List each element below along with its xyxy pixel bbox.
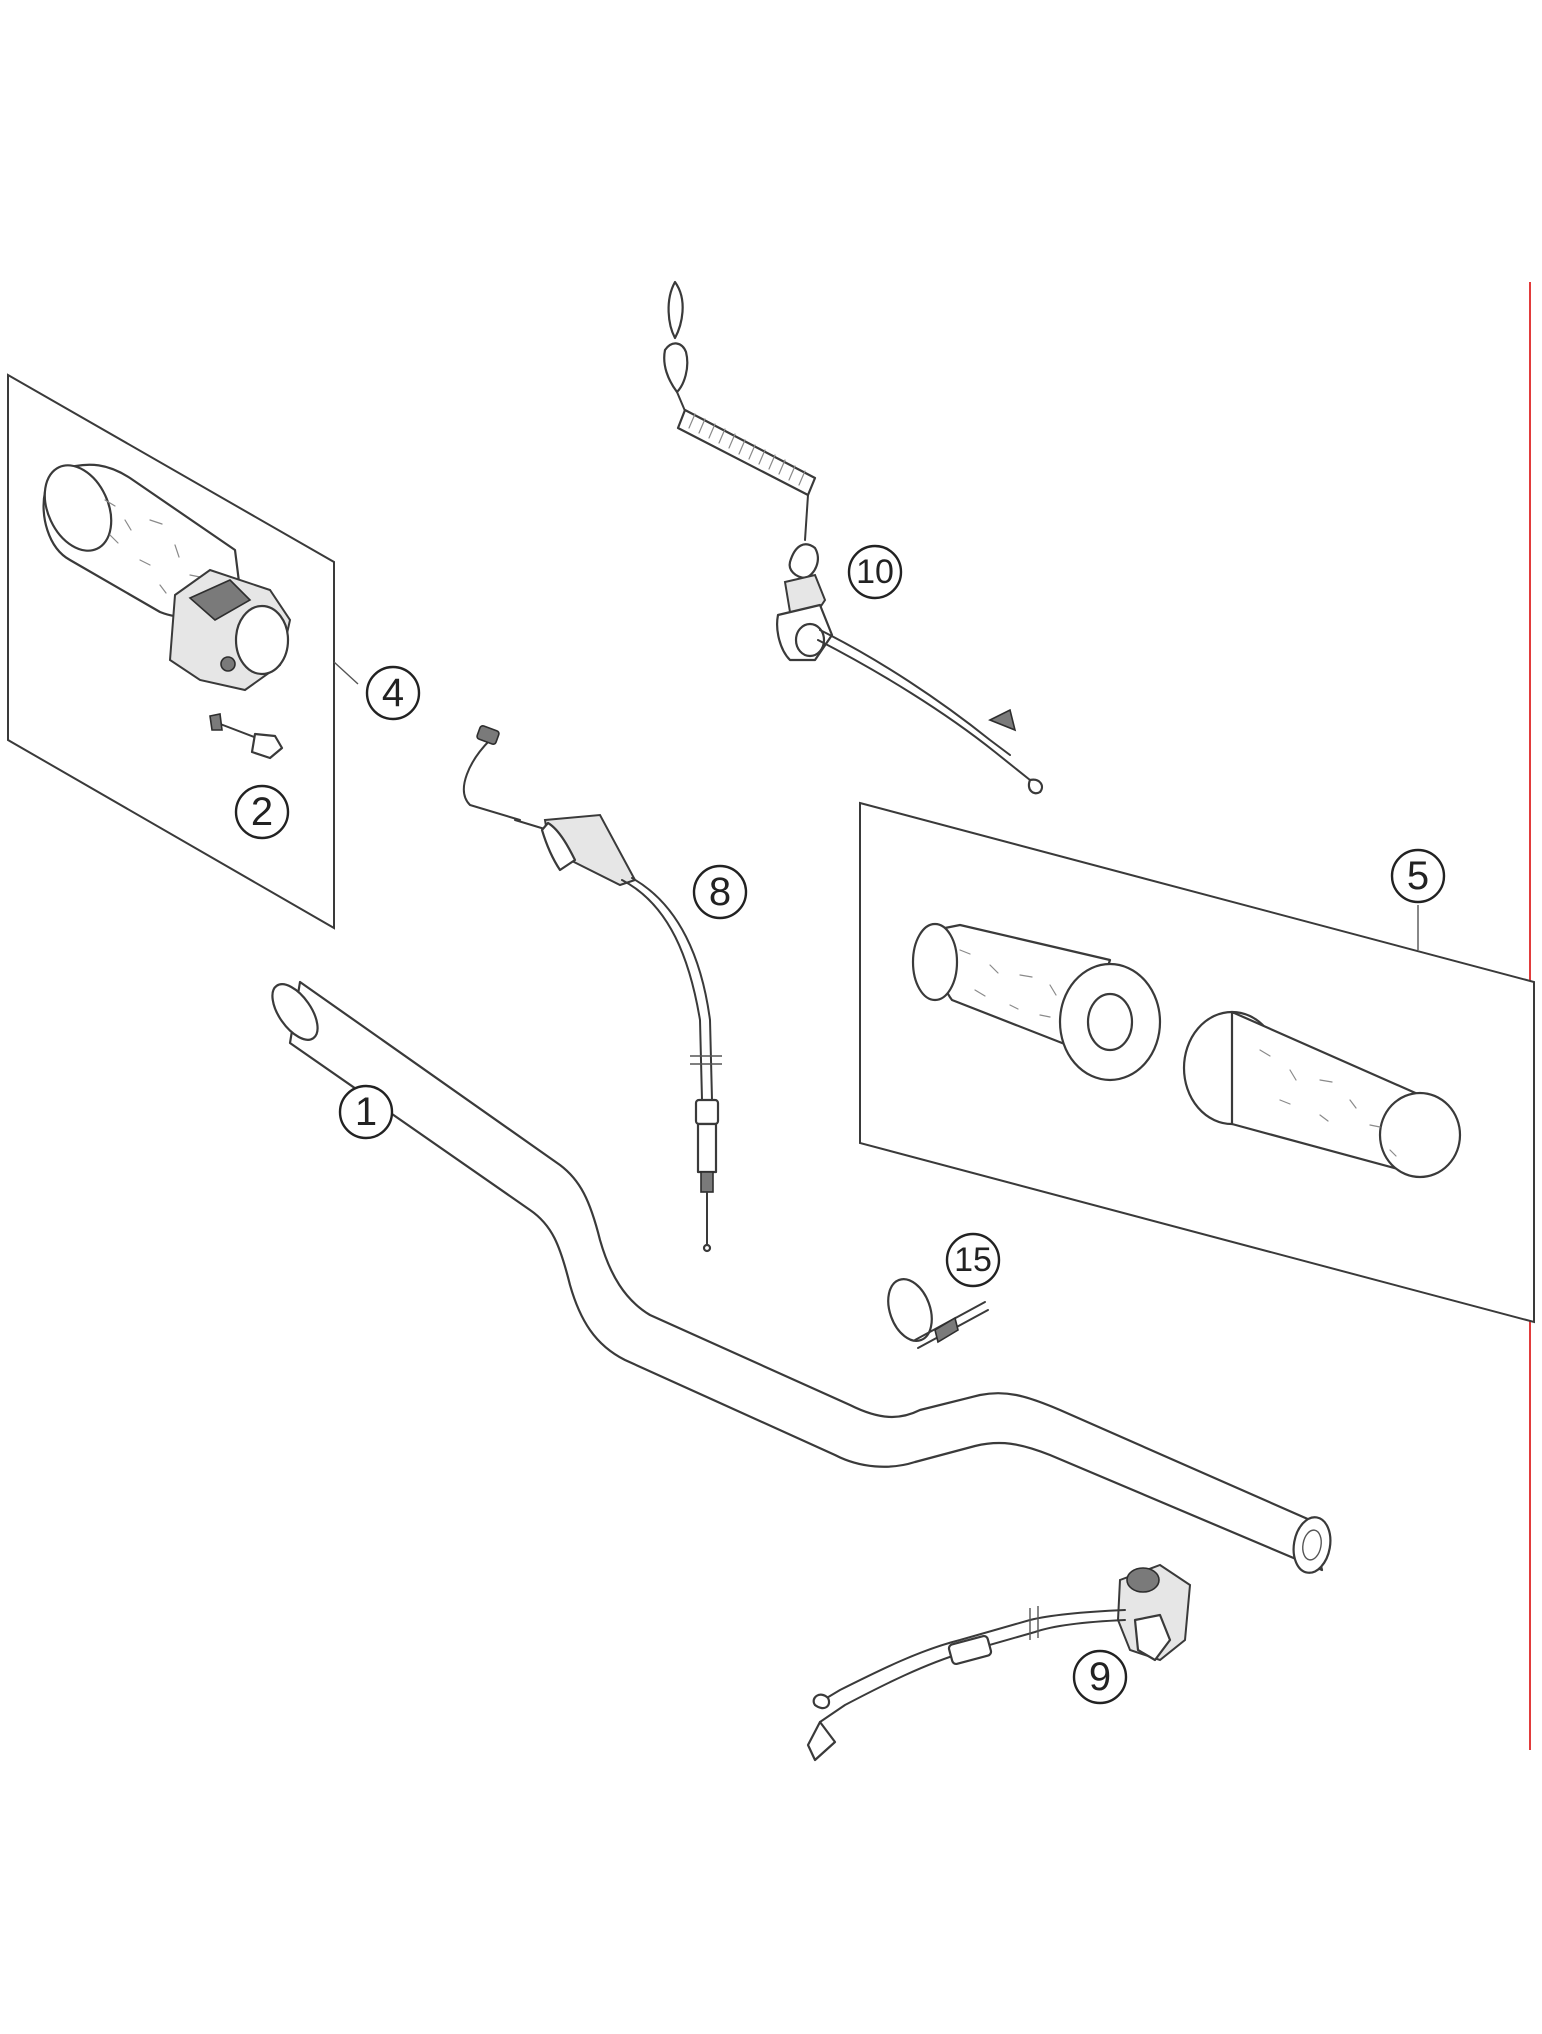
callout-9: 9 — [1072, 1649, 1128, 1705]
callout-4-label: 4 — [382, 671, 404, 715]
callout-4: 4 — [365, 665, 421, 721]
stop-switch — [806, 1563, 1192, 1762]
callout-1-label: 1 — [355, 1090, 377, 1134]
grip-right — [1182, 1010, 1462, 1179]
callout-15-label: 15 — [954, 1241, 992, 1279]
callout-8: 8 — [692, 864, 748, 920]
throttle-cable — [462, 725, 722, 1253]
callout-10-label: 10 — [856, 553, 894, 591]
cable-tie — [887, 1278, 989, 1349]
coil-spring — [676, 408, 817, 497]
callout-15: 15 — [945, 1232, 1001, 1288]
panel-throttle-assembly — [7, 373, 359, 930]
callout-8-label: 8 — [709, 870, 731, 914]
grip-left — [911, 922, 1162, 1082]
handlebar — [271, 980, 1332, 1574]
callout-5: 5 — [1390, 848, 1446, 904]
kill-switch-lanyard — [663, 280, 1044, 795]
callout-10: 10 — [847, 544, 903, 600]
panel-grip-set — [859, 801, 1535, 1324]
adjuster-screw — [209, 713, 284, 760]
callout-2-label: 2 — [251, 790, 273, 834]
callout-5-label: 5 — [1407, 854, 1429, 898]
throttle-grip — [42, 463, 292, 692]
callout-1: 1 — [338, 1084, 394, 1140]
callout-2: 2 — [234, 784, 290, 840]
callout-9-label: 9 — [1089, 1655, 1111, 1699]
